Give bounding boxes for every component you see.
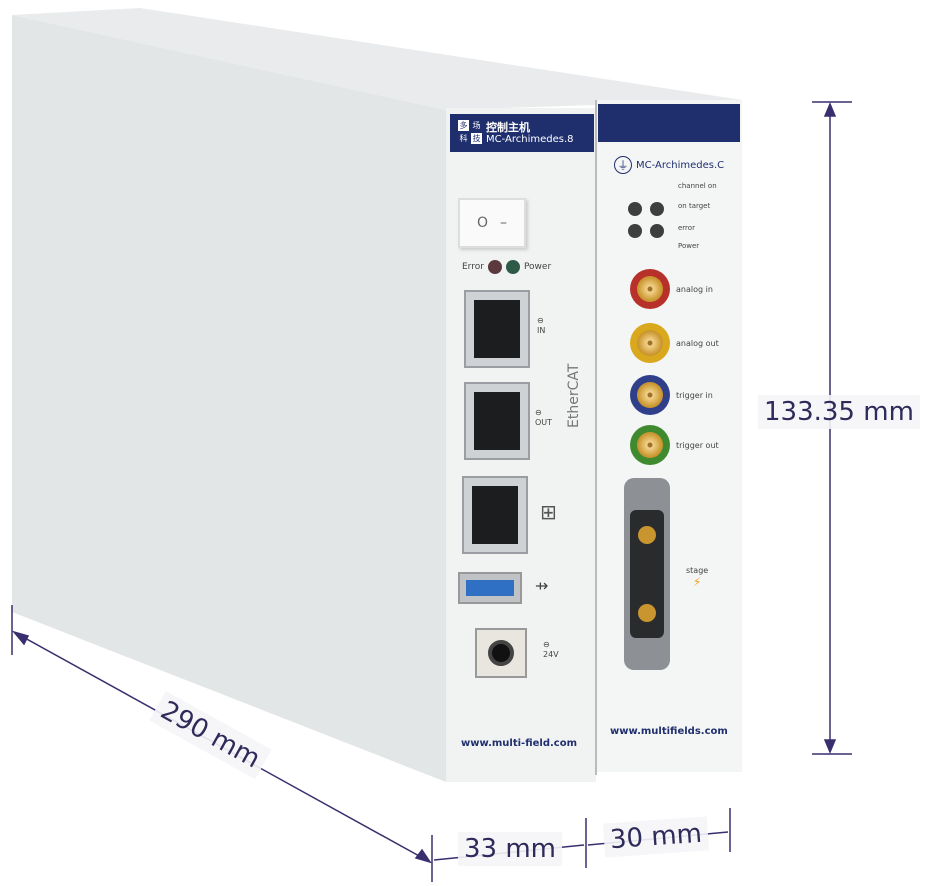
- usb-port[interactable]: [458, 572, 522, 604]
- width-left-dimension-label: 33 mm: [458, 832, 563, 866]
- status-label: error: [678, 224, 695, 232]
- led-label-power: Power: [523, 262, 552, 272]
- power-led: [505, 260, 520, 274]
- logo-char: 科: [459, 134, 468, 143]
- sma-connectors: analog in analog out trigger in trigger …: [630, 262, 719, 470]
- logo-char: 技: [471, 133, 482, 144]
- enclosure-side: [12, 15, 446, 782]
- width-right-dimension-label: 30 mm: [602, 816, 710, 858]
- status-led: [650, 224, 664, 238]
- status-label: on target: [678, 202, 711, 210]
- network-icon: ⊞: [540, 500, 557, 524]
- height-dimension-label: 133.35 mm: [758, 395, 920, 429]
- connector-trigger-in[interactable]: trigger in: [630, 370, 719, 420]
- status-label: channel on: [678, 182, 717, 190]
- status-labels: channel on on target error Power: [678, 182, 738, 254]
- status-leds: Error Power: [462, 260, 551, 274]
- status-label: Power: [678, 242, 700, 250]
- led-label-error: Error: [462, 262, 484, 272]
- dc-power-jack[interactable]: [475, 628, 527, 678]
- logo-char: 场: [472, 121, 481, 130]
- right-module-url: www.multifields.com: [610, 726, 728, 737]
- switch-on-symbol: –: [500, 215, 508, 231]
- port-in-label: ⊖IN: [537, 316, 546, 335]
- ethercat-label: EtherCAT: [566, 363, 582, 428]
- power-switch[interactable]: O –: [458, 198, 526, 248]
- module-model: MC-Archimedes.8: [486, 134, 574, 145]
- channel-status-leds: [628, 202, 664, 238]
- company-logo: 多 场 科 技: [458, 120, 482, 144]
- error-led: [487, 260, 502, 274]
- status-led: [628, 202, 642, 216]
- connector-analog-out[interactable]: analog out: [630, 316, 719, 370]
- lightning-icon: ⚡: [692, 575, 702, 589]
- left-module-header: 多 场 科 技 控制主机 MC-Archimedes.8: [450, 114, 594, 152]
- lan-port[interactable]: [462, 476, 528, 554]
- power-input-label: ⊖24V: [543, 640, 559, 659]
- port-out-label: ⊖OUT: [535, 408, 553, 427]
- ethercat-in-port[interactable]: [464, 290, 530, 368]
- stage-label: stage⚡: [686, 566, 709, 589]
- switch-off-symbol: O: [476, 215, 489, 231]
- usb-icon: ⇸: [535, 576, 549, 595]
- left-module-url: www.multi-field.com: [461, 738, 577, 749]
- right-module-title: ⏚ MC-Archimedes.C: [614, 156, 724, 174]
- connector-trigger-out[interactable]: trigger out: [630, 420, 719, 470]
- module-title: 控制主机: [486, 121, 530, 134]
- logo-char: 多: [458, 120, 469, 131]
- right-module-header: [598, 104, 740, 142]
- connector-analog-in[interactable]: analog in: [630, 262, 719, 316]
- status-led: [628, 224, 642, 238]
- ethercat-out-port[interactable]: [464, 382, 530, 460]
- module-model: MC-Archimedes.C: [636, 159, 725, 171]
- ground-icon: ⏚: [614, 156, 632, 174]
- enclosure-top: [12, 8, 742, 110]
- stage-connector[interactable]: [624, 478, 670, 670]
- status-led: [650, 202, 664, 216]
